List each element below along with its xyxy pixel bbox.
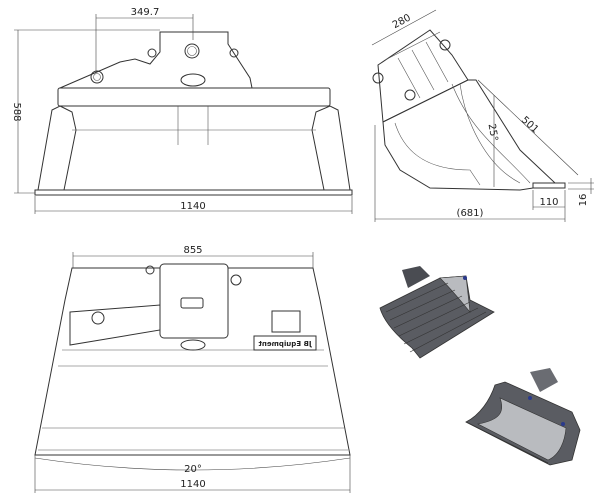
front-view: 349.7 588 1140 — [11, 7, 353, 214]
dim-bracket: 280 — [391, 12, 413, 31]
dim-height: 588 — [11, 102, 22, 121]
dim-edge-thickness: 16 — [578, 194, 589, 207]
dim-angle: 25° — [486, 123, 500, 142]
dim-length: (681) — [457, 208, 484, 219]
dim-top-width: 855 — [183, 245, 202, 256]
render-bucket-rear — [379, 266, 495, 359]
top-view: JB Equipment 855 20° 1140 — [34, 245, 351, 493]
side-view: 280 501 25° (681) 110 16 — [371, 9, 594, 222]
dim-width-front: 1140 — [180, 201, 205, 212]
brand-plate-text: JB Equipment — [258, 340, 313, 348]
dim-tilt-angle: 20° — [184, 464, 202, 475]
dim-width-top: 1140 — [180, 479, 205, 490]
render-bucket-front — [465, 368, 581, 466]
dim-edge-length: 110 — [539, 197, 558, 208]
dim-depth-diag: 501 — [519, 115, 541, 136]
dim-pin-offset: 349.7 — [131, 7, 160, 18]
